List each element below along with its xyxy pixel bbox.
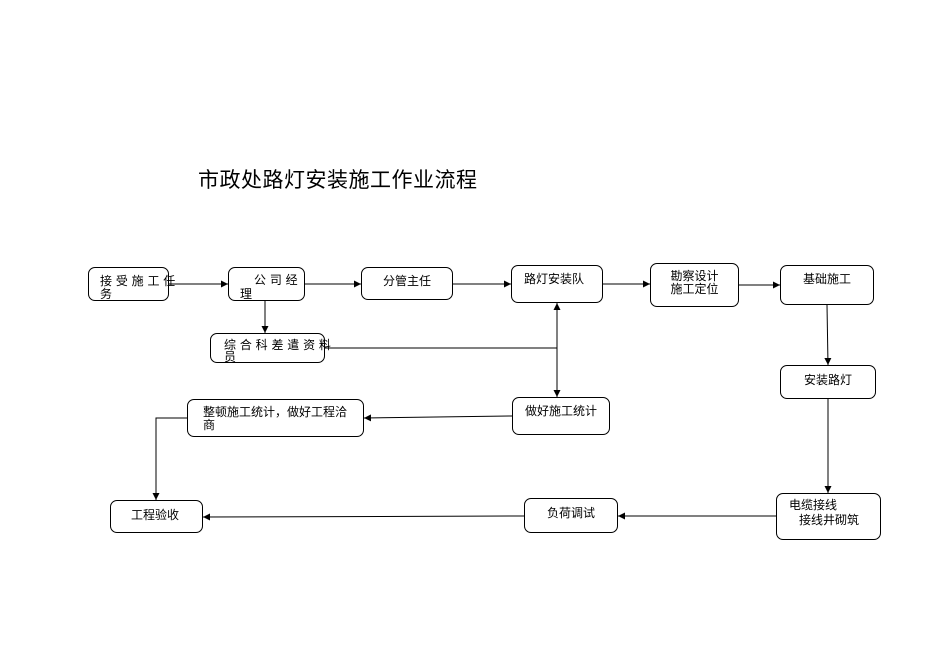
arrow-foundation-to-install bbox=[824, 304, 832, 366]
node-load-test-line1: 负荷调试 bbox=[546, 506, 595, 520]
node-construction-stats: 做好施工统计 bbox=[512, 397, 610, 435]
node-survey-design-line2: 施工定位 bbox=[670, 282, 719, 296]
node-division-director: 分管主任 bbox=[361, 267, 453, 300]
node-receive-task: 接 受 施 工 任 务 bbox=[88, 267, 176, 301]
diagram-title: 市政处路灯安装施工作业流程 bbox=[198, 168, 478, 192]
node-admin-staff-line2: 员 bbox=[224, 350, 237, 364]
node-cable-well: 电缆接线 接线井砌筑 bbox=[776, 493, 881, 540]
node-admin-staff: 综 合 科 差 遣 资 料 员 bbox=[210, 333, 331, 364]
node-compile-stats-line1: 整顿施工统计，做好工程洽 bbox=[203, 405, 348, 419]
node-cable-well-line1: 电缆接线 bbox=[789, 498, 838, 512]
node-company-manager-line1: 公 司 经 bbox=[254, 273, 298, 287]
node-admin-staff-line1: 综 合 科 差 遣 资 料 bbox=[224, 338, 331, 352]
node-receive-task-line1: 接 受 施 工 任 bbox=[100, 274, 176, 288]
node-streetlight-team: 路灯安装队 bbox=[511, 265, 603, 303]
node-survey-design-line1: 勘察设计 bbox=[670, 269, 719, 283]
node-install-lights: 安装路灯 bbox=[780, 365, 876, 399]
arrow-loadtest-to-acceptance bbox=[202, 513, 525, 521]
arrow-stats-to-compile bbox=[363, 414, 513, 422]
node-acceptance: 工程验收 bbox=[110, 500, 203, 533]
node-cable-well-line2: 接线井砌筑 bbox=[799, 513, 860, 527]
node-load-test: 负荷调试 bbox=[524, 498, 618, 533]
node-foundation: 基础施工 bbox=[780, 265, 874, 305]
node-acceptance-line1: 工程验收 bbox=[131, 508, 180, 522]
node-foundation-line1: 基础施工 bbox=[802, 272, 851, 286]
node-install-lights-line1: 安装路灯 bbox=[803, 373, 852, 387]
arrow-compile-to-acceptance bbox=[152, 417, 187, 500]
node-streetlight-team-line1: 路灯安装队 bbox=[524, 272, 585, 286]
node-survey-design: 勘察设计 施工定位 bbox=[650, 263, 739, 307]
node-compile-stats: 整顿施工统计，做好工程洽 商 bbox=[187, 399, 364, 437]
node-compile-stats-line2: 商 bbox=[203, 418, 216, 432]
node-receive-task-line2: 务 bbox=[100, 287, 113, 301]
node-company-manager-line2: 理 bbox=[240, 287, 253, 301]
node-company-manager: 公 司 经 理 bbox=[228, 267, 305, 301]
node-division-director-line1: 分管主任 bbox=[382, 274, 431, 288]
node-construction-stats-line1: 做好施工统计 bbox=[525, 404, 598, 418]
